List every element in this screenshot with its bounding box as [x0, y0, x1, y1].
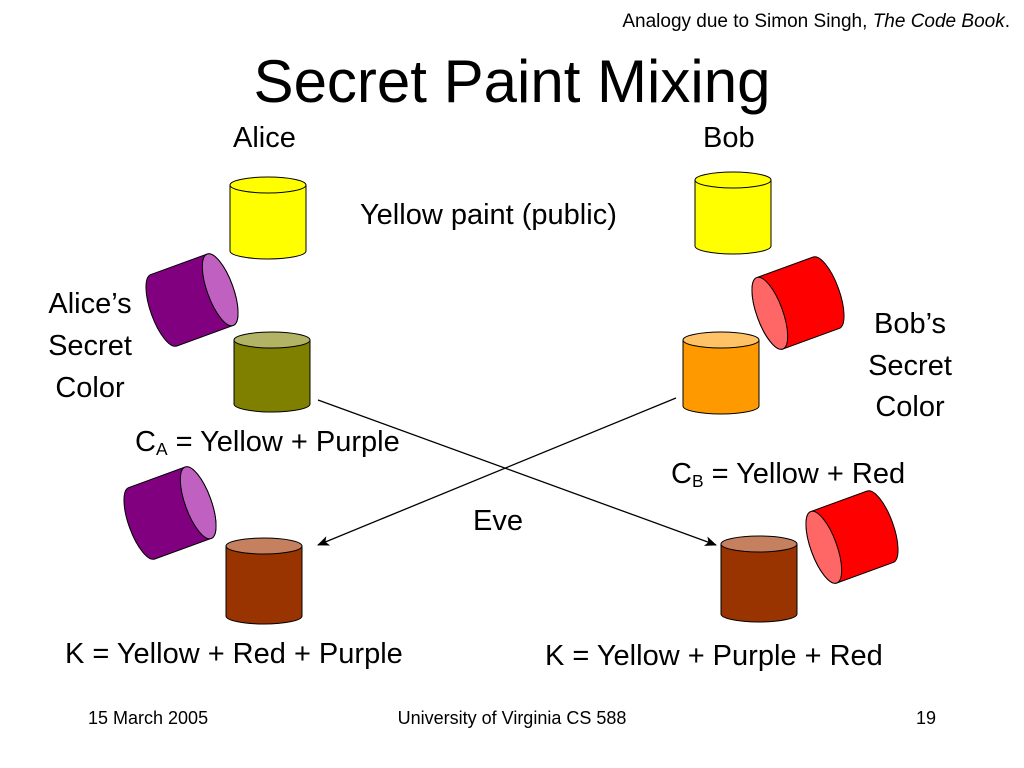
bob-red-secret-can — [751, 256, 845, 350]
bob-red-final-can — [805, 490, 899, 584]
credit-note: Analogy due to Simon Singh, The Code Boo… — [622, 11, 1010, 32]
alice-label: Alice — [233, 122, 296, 154]
arrow-bob-to-alice — [317, 397, 677, 546]
alice-final-key-can — [225, 537, 303, 625]
footer-page-number: 19 — [916, 708, 937, 728]
bob-secret-label-line-1: Bob’s — [873, 308, 947, 340]
footer-course: University of Virginia CS 588 — [397, 708, 627, 728]
alice-secret-label-line-1: Alice’s — [48, 288, 132, 320]
bob-label: Bob — [703, 122, 755, 154]
alice-yellow-paint-can — [229, 176, 307, 260]
bob-key-equation: K = Yellow + Purple + Red — [545, 640, 883, 672]
bob-secret-label-line-3: Color — [875, 391, 945, 423]
alice-mixed-paint-can — [233, 331, 311, 413]
alice-secret-label-line-3: Color — [55, 372, 125, 404]
eve-label: Eve — [473, 505, 523, 537]
alice-key-equation: K = Yellow + Red + Purple — [65, 638, 403, 670]
slide-title: Secret Paint Mixing — [253, 48, 771, 115]
bob-mix-equation: CB = Yellow + Red — [671, 458, 906, 492]
alice-purple-final-can — [123, 466, 217, 560]
alice-mix-equation: CA = Yellow + Purple — [135, 426, 400, 460]
bob-secret-label-line-2: Secret — [868, 350, 952, 382]
alice-secret-label-line-2: Secret — [48, 330, 132, 362]
arrow-alice-to-bob — [317, 399, 717, 546]
public-paint-label: Yellow paint (public) — [360, 199, 617, 231]
bob-mixed-paint-can — [682, 331, 760, 415]
bob-yellow-paint-can — [694, 171, 772, 255]
alice-purple-secret-can — [145, 253, 239, 347]
footer-date: 15 March 2005 — [88, 708, 209, 728]
bob-final-key-can — [720, 535, 798, 623]
